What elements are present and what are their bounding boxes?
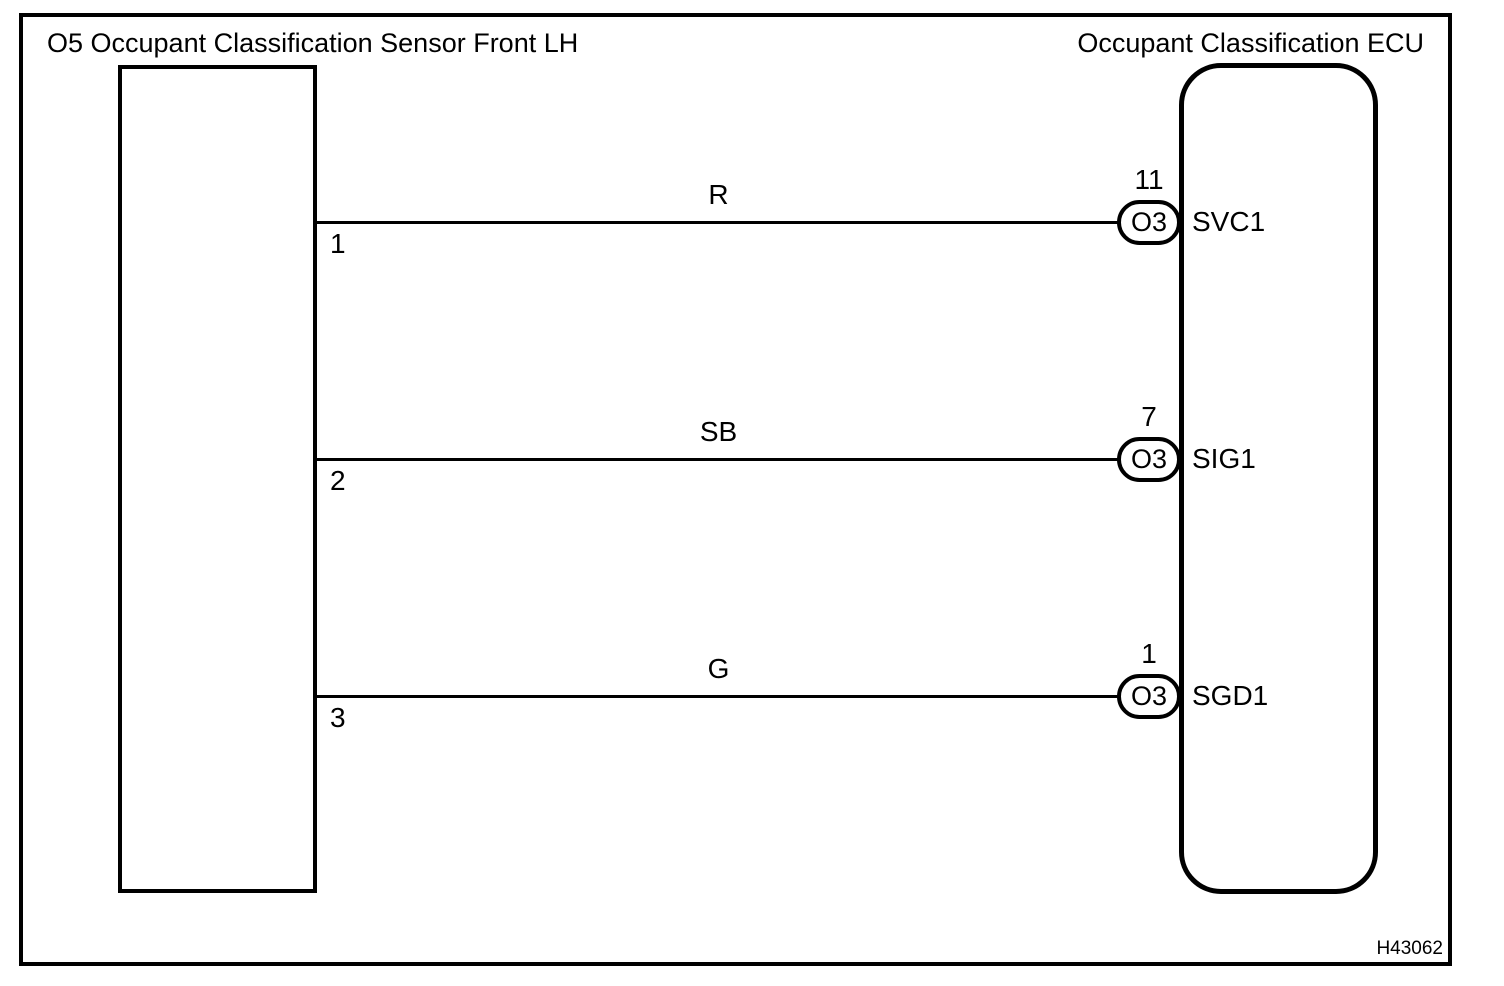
right-component-title: Occupant Classification ECU — [1077, 28, 1424, 58]
connector-oval: O3 — [1117, 674, 1181, 719]
wire-color-label: SB — [699, 416, 738, 447]
ecu-pin-number: 1 — [1141, 638, 1157, 669]
figure-id-label: H43062 — [1376, 938, 1443, 959]
wire-line — [316, 695, 1121, 698]
wire-line — [316, 221, 1121, 224]
wire-line — [316, 458, 1121, 461]
connection-row: SB 2 7 O3 SIG1 — [0, 399, 1504, 521]
sensor-pin-number: 1 — [330, 228, 346, 259]
terminal-label: SGD1 — [1192, 680, 1269, 711]
ecu-component-box — [1179, 63, 1378, 894]
connection-row: G 3 1 O3 SGD1 — [0, 636, 1504, 758]
wire-color-label: G — [707, 653, 730, 684]
terminal-label: SVC1 — [1192, 206, 1266, 237]
sensor-pin-number: 3 — [330, 702, 346, 733]
wire-color-label: R — [708, 179, 729, 210]
connector-oval: O3 — [1117, 437, 1181, 482]
ecu-pin-number: 11 — [1134, 164, 1164, 195]
ecu-pin-number: 7 — [1141, 401, 1157, 432]
connection-row: R 1 11 O3 SVC1 — [0, 162, 1504, 284]
terminal-label: SIG1 — [1192, 443, 1256, 474]
sensor-component-box — [118, 65, 317, 893]
diagram-border — [19, 13, 1452, 966]
left-component-title: O5 Occupant Classification Sensor Front … — [47, 28, 579, 58]
connector-oval: O3 — [1117, 200, 1181, 245]
sensor-pin-number: 2 — [330, 465, 346, 496]
